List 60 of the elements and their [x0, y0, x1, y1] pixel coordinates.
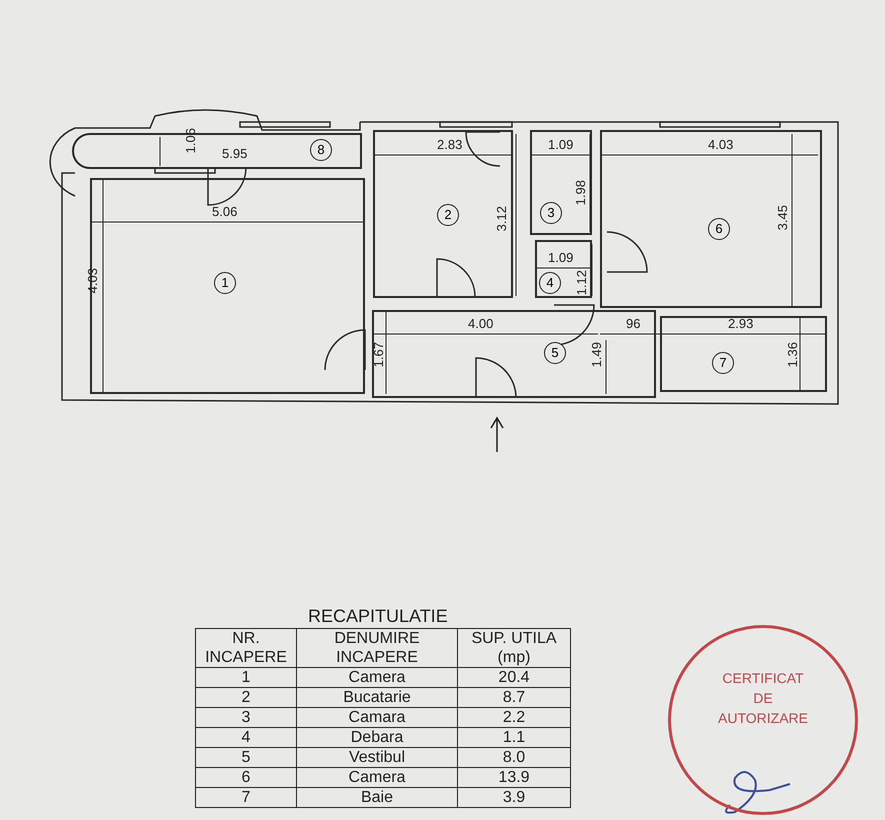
room — [90, 178, 365, 394]
table-cell: 6 — [196, 768, 296, 788]
dimension-label: 2.83 — [437, 138, 462, 152]
table-cell: 1 — [196, 668, 296, 688]
table-cell: Debara — [296, 728, 458, 748]
room-number: 6 — [708, 218, 730, 240]
dimension-label: 96 — [626, 317, 640, 331]
table-cell: Baie — [296, 788, 458, 808]
dimension-label: 3.45 — [776, 205, 790, 230]
table-cell: 8.7 — [458, 688, 570, 708]
table-cell: 2 — [196, 688, 296, 708]
room — [660, 316, 827, 392]
dimension-label: 5.06 — [212, 205, 238, 219]
room — [373, 130, 513, 298]
table-cell: Vestibul — [296, 748, 458, 768]
table-cell: 20.4 — [458, 668, 570, 688]
room-number: 2 — [437, 204, 459, 226]
header-cell: NR. INCAPERE — [196, 628, 296, 668]
dimension-label: 1.09 — [548, 251, 574, 265]
dimension-label: 2.93 — [728, 317, 754, 331]
room-number: 8 — [310, 139, 332, 161]
table-cell: 2.2 — [458, 708, 570, 728]
dimension-label: 4.03 — [708, 138, 734, 152]
table-cell: 7 — [196, 788, 296, 808]
stamp — [668, 625, 858, 815]
room — [372, 310, 656, 398]
table-cell: 5 — [196, 748, 296, 768]
dimension-label: 3.12 — [495, 206, 509, 232]
room-number: 1 — [214, 272, 236, 294]
table-cell: 1.1 — [458, 728, 570, 748]
table-cell: 3.9 — [458, 788, 570, 808]
header-cell: DENUMIRE INCAPERE — [296, 628, 458, 668]
room-number: 3 — [540, 202, 562, 224]
dimension-label: 1.36 — [786, 342, 800, 368]
table-cell: 13.9 — [458, 768, 570, 788]
room — [535, 240, 592, 298]
table-cell: Camera — [296, 768, 458, 788]
table-title: RECAPITULATIE — [308, 606, 448, 627]
room — [600, 130, 822, 308]
room-number: 7 — [712, 352, 734, 374]
dimension-label: 4.00 — [468, 317, 494, 331]
stamp-text: CERTIFICAT DE AUTORIZARE — [717, 669, 809, 728]
room — [530, 130, 592, 235]
room-number: 5 — [544, 342, 566, 364]
table-cell: Camera — [296, 668, 458, 688]
dimension-label: 1.12 — [575, 270, 589, 296]
dimension-label: 1.49 — [590, 342, 604, 368]
dimension-label: 5.95 — [222, 147, 248, 161]
dimension-label: 1.09 — [548, 138, 574, 152]
table-cell: 8.0 — [458, 748, 570, 768]
table-cell: Bucatarie — [296, 688, 458, 708]
dimension-label: 1.67 — [372, 342, 386, 368]
room-number: 4 — [539, 272, 561, 294]
table-cell: Camara — [296, 708, 458, 728]
dimension-label: 1.06 — [184, 128, 198, 154]
dimension-label: 4.03 — [86, 268, 100, 294]
table-cell: 3 — [196, 708, 296, 728]
dimension-label: 1.98 — [574, 180, 588, 206]
header-cell: SUP. UTILA (mp) — [458, 628, 570, 668]
table-cell: 4 — [196, 728, 296, 748]
